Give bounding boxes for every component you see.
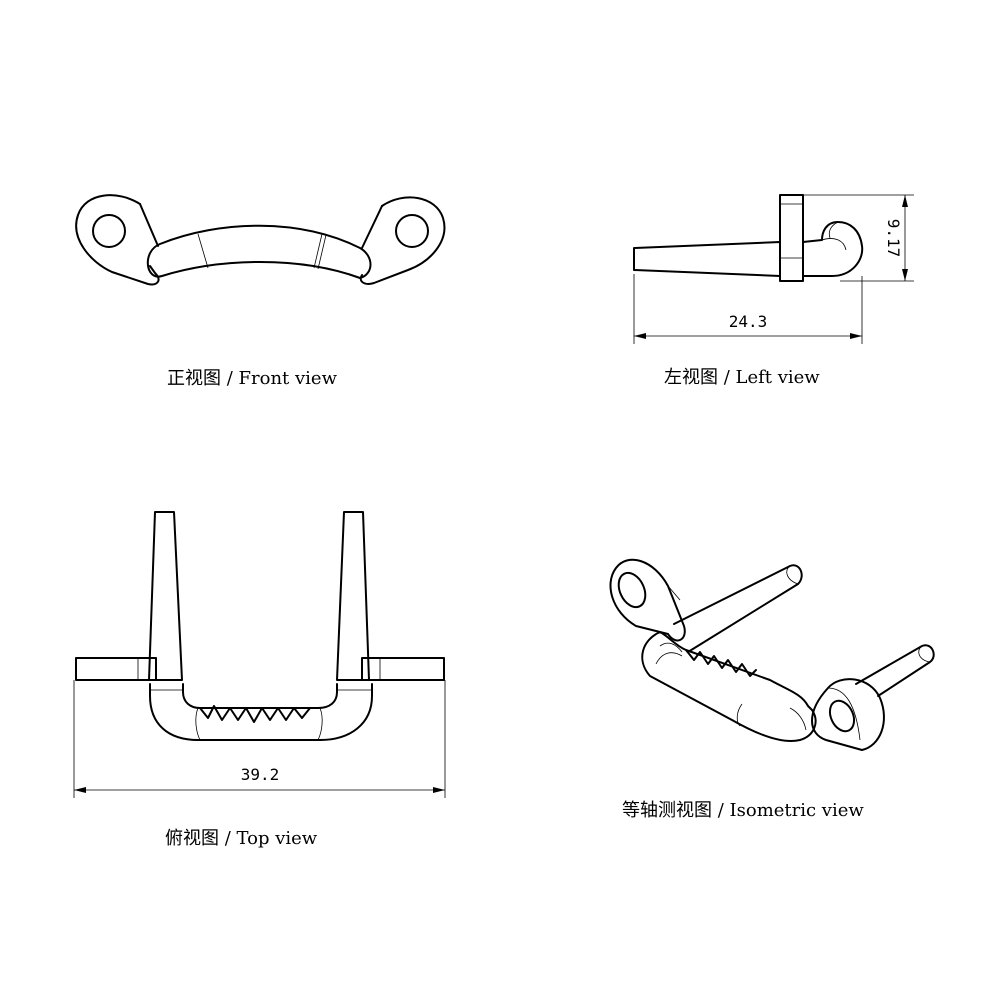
front-view-part-outline	[75, 194, 446, 286]
front-view: 正视图 / Front view	[75, 194, 446, 389]
isometric-view-caption: 等轴测视图 / Isometric view	[622, 800, 864, 821]
left-view-caption: 左视图 / Left view	[664, 367, 820, 388]
left-view-width-dimension: 24.3	[633, 274, 863, 344]
top-view-width-dimension: 39.2	[73, 680, 446, 798]
left-view-part-outline	[633, 194, 864, 282]
left-view-height-label: 9.17	[884, 219, 903, 258]
top-view-part-outline	[75, 511, 445, 741]
top-view-width-label: 39.2	[241, 765, 280, 784]
isometric-view: 等轴测视图 / Isometric view	[609, 558, 935, 821]
left-view-width-label: 24.3	[729, 312, 768, 331]
left-view-height-dimension: 9.17	[803, 194, 914, 282]
left-view: 24.3 9.17 左视图 / Left view	[633, 194, 914, 388]
isometric-view-part-outline	[609, 558, 935, 751]
top-view: 39.2 俯视图 / Top view	[73, 511, 446, 849]
top-view-caption: 俯视图 / Top view	[165, 828, 318, 849]
front-view-caption: 正视图 / Front view	[167, 368, 338, 389]
